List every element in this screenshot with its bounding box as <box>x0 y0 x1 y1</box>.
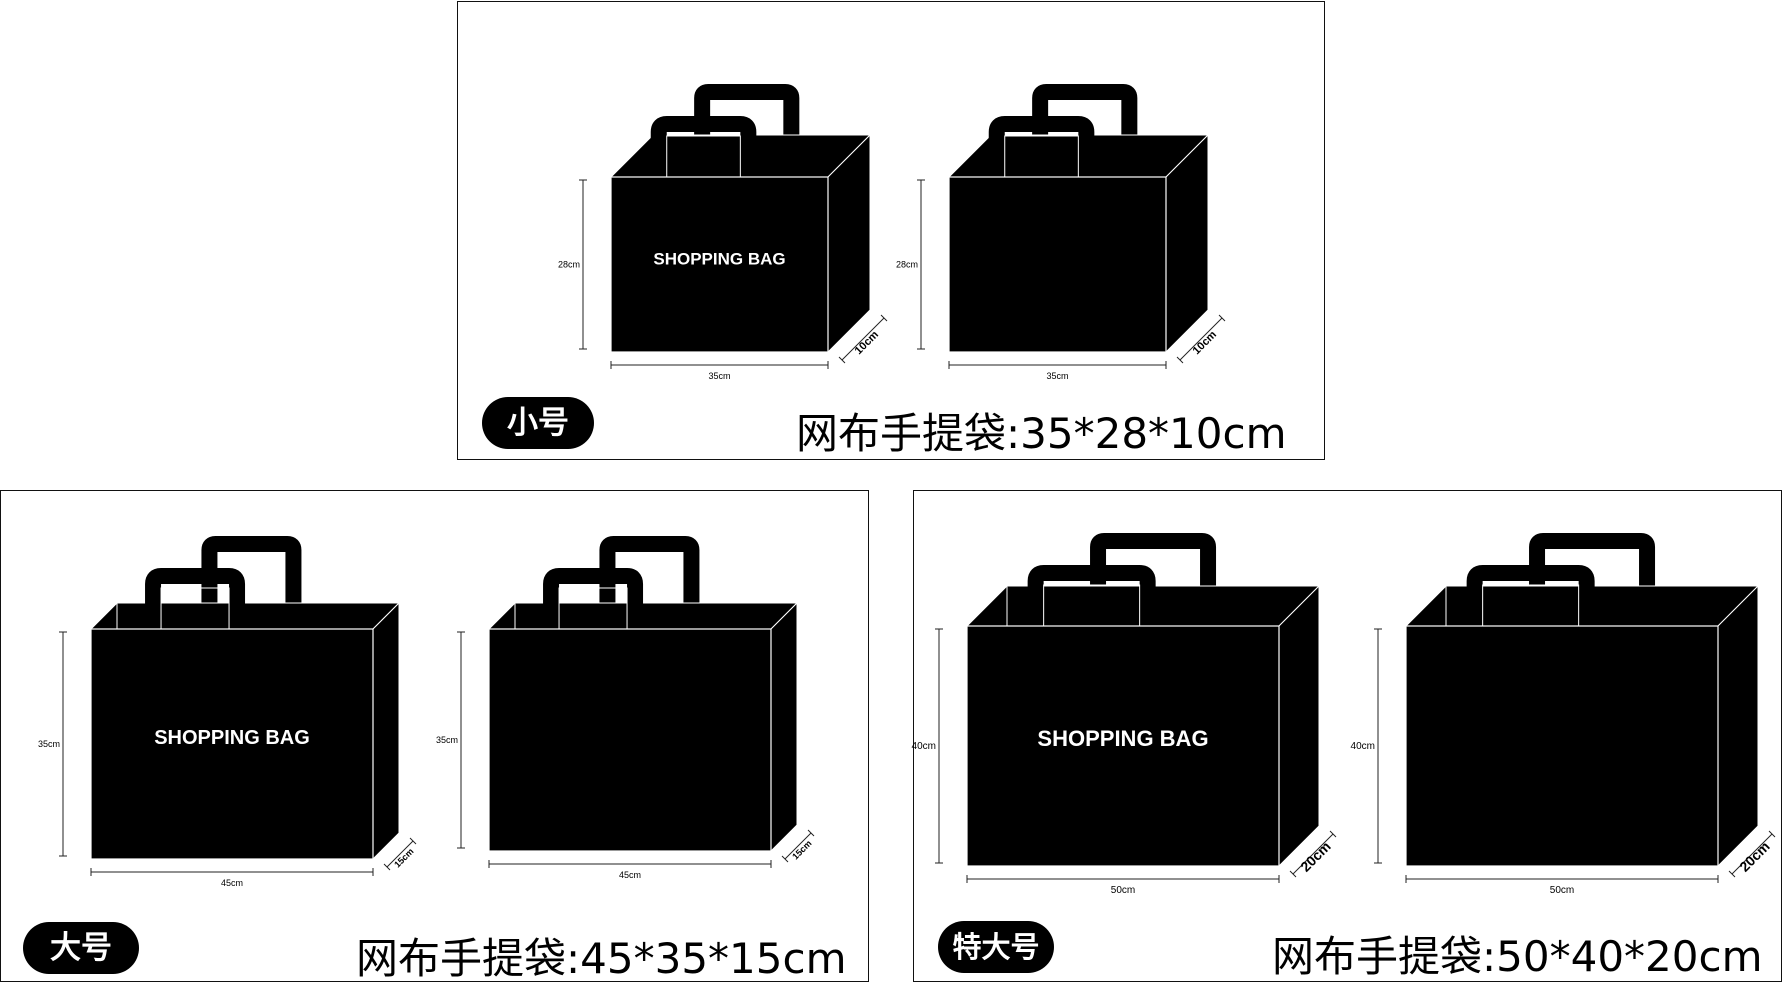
bag-label: SHOPPING BAG <box>653 250 785 269</box>
height-label: 35cm <box>38 739 60 749</box>
tote-bag-icon: SHOPPING BAG 28cm 35cm 10cm <box>558 84 888 381</box>
tote-bag-icon: SHOPPING BAG 35cm 45cm 15cm <box>38 536 417 888</box>
back-handle <box>599 536 700 603</box>
bag-front <box>966 625 1280 867</box>
bag-front <box>948 176 1167 353</box>
bag-description: 网布手提袋:45*35*15cm <box>356 934 847 983</box>
bag-side <box>372 601 400 861</box>
depth-tick <box>807 829 815 837</box>
depth-tick <box>1329 830 1337 838</box>
width-label: 50cm <box>1111 885 1135 896</box>
front-handle <box>1027 565 1156 626</box>
bag-description: 网布手提袋:50*40*20cm <box>1272 932 1763 981</box>
depth-dimension-line <box>1179 317 1223 361</box>
depth-label: 15cm <box>392 846 415 869</box>
tote-bag-icon: 28cm 35cm 10cm <box>896 84 1226 381</box>
bags-drawing-large: SHOPPING BAG 35cm 45cm 15cm 35cm 45cm 15cm <box>38 536 815 888</box>
depth-dimension-line <box>784 832 812 860</box>
bag-side <box>770 601 798 853</box>
height-label: 35cm <box>436 735 458 745</box>
height-label: 28cm <box>896 260 918 270</box>
depth-label: 20cm <box>1736 838 1773 875</box>
handle-inner-edge <box>666 135 741 177</box>
bag-label: SHOPPING BAG <box>1037 726 1208 751</box>
back-handle <box>1529 533 1656 586</box>
depth-tick <box>409 837 417 845</box>
bag-front <box>610 176 829 353</box>
depth-tick <box>1728 870 1736 878</box>
back-handle <box>1090 533 1217 586</box>
depth-dimension-line <box>1731 833 1773 875</box>
height-label: 40cm <box>1351 741 1375 752</box>
depth-dimension-line <box>841 317 885 361</box>
size-badge: 特大号 <box>938 921 1054 973</box>
handle-inner-edge <box>1043 584 1141 626</box>
depth-tick <box>383 863 391 871</box>
bag-side <box>1278 584 1320 868</box>
tote-bag-icon: 40cm 50cm 20cm <box>1351 533 1776 896</box>
depth-label: 15cm <box>790 838 813 861</box>
depth-label: 20cm <box>1297 838 1334 875</box>
tote-bag-icon: 35cm 45cm 15cm <box>436 536 815 880</box>
handle-inner-edge <box>558 587 628 629</box>
depth-dimension-line <box>386 840 414 868</box>
bags-drawing-xlarge: SHOPPING BAG 40cm 50cm 20cm 40cm 50cm 20cm <box>912 533 1776 896</box>
depth-tick <box>1218 314 1226 322</box>
depth-tick <box>838 356 846 364</box>
bags-drawing-small: SHOPPING BAG 28cm 35cm 10cm 28cm 35cm 10cm <box>558 84 1226 381</box>
handle-inner-edge <box>1482 584 1580 626</box>
width-label: 35cm <box>1046 371 1068 381</box>
depth-dimension-line <box>1292 833 1334 875</box>
bag-side <box>1717 584 1759 868</box>
bag-front <box>1405 625 1719 867</box>
height-label: 40cm <box>912 741 936 752</box>
size-badge: 大号 <box>23 922 139 974</box>
back-handle <box>694 84 800 135</box>
handle-inner-edge <box>1004 135 1079 177</box>
width-label: 35cm <box>708 371 730 381</box>
back-handle <box>201 536 302 603</box>
depth-label: 10cm <box>1191 329 1220 358</box>
width-label: 45cm <box>221 878 243 888</box>
width-label: 45cm <box>619 870 641 880</box>
tote-bag-icon: SHOPPING BAG 40cm 50cm 20cm <box>912 533 1337 896</box>
depth-tick <box>880 314 888 322</box>
depth-tick <box>1289 870 1297 878</box>
bag-front <box>90 628 374 860</box>
back-handle <box>1032 84 1138 135</box>
front-handle <box>543 568 644 629</box>
width-label: 50cm <box>1550 885 1574 896</box>
depth-label: 10cm <box>853 329 882 358</box>
depth-tick <box>1768 830 1776 838</box>
front-handle <box>988 116 1095 177</box>
front-handle <box>650 116 757 177</box>
bag-label: SHOPPING BAG <box>154 727 310 749</box>
front-handle <box>145 568 246 629</box>
bag-front <box>488 628 772 852</box>
bag-description: 网布手提袋:35*28*10cm <box>796 409 1287 458</box>
handle-inner-edge <box>160 587 230 629</box>
panel-xlarge: SHOPPING BAG 40cm 50cm 20cm 40cm 50cm 20cm 特大号… <box>912 490 1782 982</box>
height-label: 28cm <box>558 260 580 270</box>
depth-tick <box>1176 356 1184 364</box>
front-handle <box>1466 565 1595 626</box>
depth-tick <box>781 855 789 863</box>
size-badge: 小号 <box>482 397 594 449</box>
